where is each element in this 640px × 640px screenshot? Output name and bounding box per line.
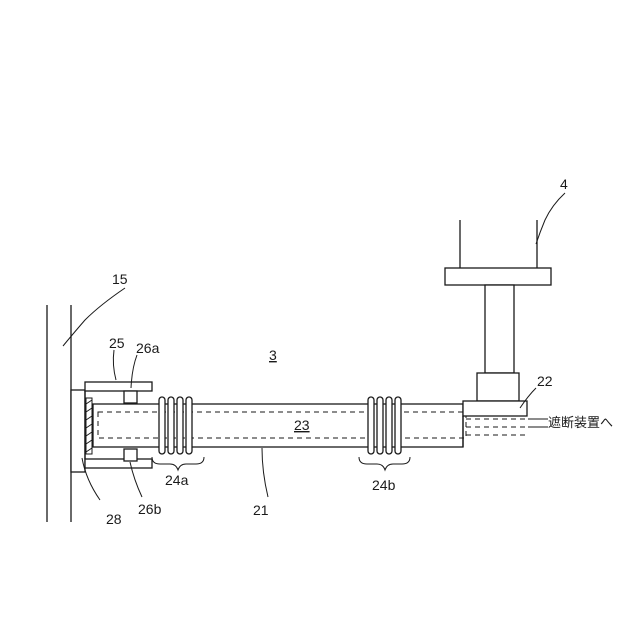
label-3: 3 xyxy=(269,347,277,363)
brace-24b xyxy=(359,457,410,470)
label-4: 4 xyxy=(560,176,568,192)
sensor-block-22 xyxy=(463,373,527,447)
label-24b: 24b xyxy=(372,477,396,493)
label-26a: 26a xyxy=(136,340,160,356)
label-28: 28 xyxy=(106,511,122,527)
bracket-plate-25 xyxy=(71,382,152,472)
wall-15 xyxy=(47,305,71,522)
rod-21 xyxy=(93,404,466,447)
label-to-shutoff-device: 遮断装置へ xyxy=(548,415,613,431)
stopper-26b xyxy=(124,449,137,461)
label-15: 15 xyxy=(112,271,128,287)
brace-24a xyxy=(152,457,204,470)
buffer-28 xyxy=(86,398,92,454)
label-26b: 26b xyxy=(138,501,162,517)
stopper-26a xyxy=(124,391,137,403)
label-24a: 24a xyxy=(165,472,189,488)
label-25: 25 xyxy=(109,335,125,351)
coil-24b xyxy=(368,397,401,454)
label-23: 23 xyxy=(294,417,310,433)
label-21: 21 xyxy=(253,502,269,518)
support-4 xyxy=(445,220,551,373)
label-22: 22 xyxy=(537,373,553,389)
coil-24a xyxy=(159,397,192,454)
signal-cable xyxy=(466,419,548,435)
